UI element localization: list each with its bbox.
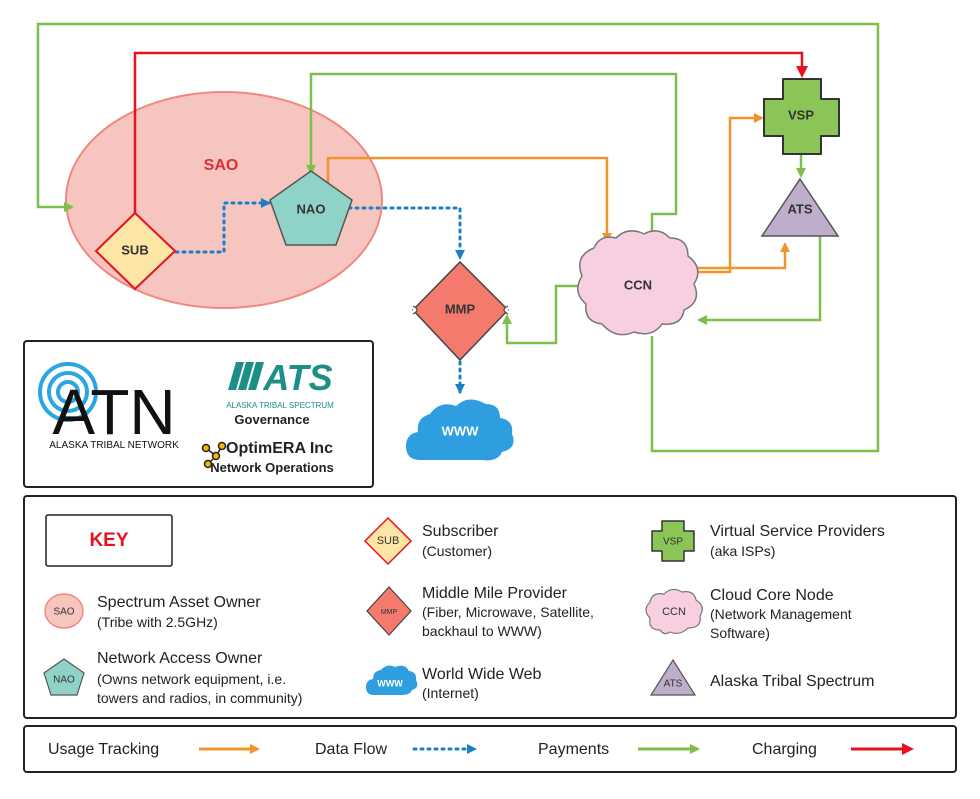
- key-vsp-title: Virtual Service Providers: [710, 523, 885, 540]
- key-ccn-line2: Software): [710, 625, 770, 641]
- key-mmp-icon: MMP: [366, 586, 412, 636]
- key-sub-icon-label: SUB: [377, 535, 400, 547]
- key-vsp-icon: VSP: [651, 520, 695, 562]
- legend-payments-label: Payments: [538, 741, 609, 758]
- key-sao-icon-label: SAO: [53, 607, 74, 618]
- key-www-line1: (Internet): [422, 685, 479, 701]
- optimera-logo: OptimERA Inc Network Operations: [201, 440, 334, 475]
- ats-label: ATS: [787, 201, 812, 216]
- key-ats-icon: ATS: [649, 658, 697, 696]
- key-title: KEY: [89, 530, 128, 551]
- ats-logo: ATS ALASKA TRIBAL SPECTRUM Governance: [226, 357, 334, 427]
- key-ccn-icon-label: CCN: [662, 606, 686, 618]
- ats-mark: ATS: [262, 357, 332, 398]
- key-nao-title: Network Access Owner: [97, 650, 263, 667]
- payments-ats-to-ccn: [697, 236, 822, 325]
- ccn-label: CCN: [624, 277, 652, 292]
- key-sub-line1: (Customer): [422, 543, 492, 559]
- ats-role: Governance: [234, 412, 309, 427]
- key-sao-icon: SAO: [44, 593, 84, 629]
- www-label: WWW: [442, 423, 480, 438]
- key-vsp-line1: (aka ISPs): [710, 543, 775, 559]
- key-box: [23, 495, 957, 719]
- key-ccn-line1: (Network Management: [710, 606, 852, 622]
- ccn-node: CCN: [577, 230, 699, 336]
- payments-outer-loop: [36, 22, 880, 453]
- usage-nao-to-ccn: [326, 156, 612, 243]
- optimera-role: Network Operations: [210, 460, 334, 475]
- atn-caption: ALASKA TRIBAL NETWORK: [49, 440, 179, 451]
- ats-node: ATS: [760, 177, 840, 237]
- charging-sub-to-vsp: [133, 51, 808, 215]
- www-node: WWW: [406, 399, 514, 461]
- data-nao-to-mmp: [347, 206, 465, 260]
- key-title-box: [45, 514, 173, 567]
- usage-ccn-to-vsp: [694, 113, 764, 274]
- key-sub-title: Subscriber: [422, 523, 499, 540]
- nao-node: NAO: [269, 170, 353, 246]
- key-ccn-title: Cloud Core Node: [710, 587, 834, 604]
- key-sao-line1: (Tribe with 2.5GHz): [97, 614, 218, 630]
- sub-node: SUB: [94, 211, 177, 291]
- logo-box: [23, 340, 374, 488]
- key-ats-title: Alaska Tribal Spectrum: [710, 673, 875, 690]
- key-mmp-icon-label: MMP: [381, 609, 398, 616]
- sub-label: SUB: [121, 242, 148, 257]
- usage-ccn-to-ats: [694, 242, 790, 270]
- data-sub-to-nao: [174, 198, 271, 254]
- atn-mark: ATN: [52, 376, 175, 448]
- key-mmp-line1: (Fiber, Microwave, Satellite,: [422, 604, 594, 620]
- atn-logo: ATN ALASKA TRIBAL NETWORK: [38, 362, 179, 451]
- key-mmp-line2: backhaul to WWW): [422, 623, 542, 639]
- ats-caption: ALASKA TRIBAL SPECTRUM: [226, 401, 334, 410]
- sao-label: SAO: [204, 157, 239, 174]
- payments-ccn-to-nao: [306, 72, 678, 245]
- key-www-icon-label: WWW: [377, 678, 403, 688]
- key-mmp-title: Middle Mile Provider: [422, 585, 568, 602]
- key-ats-icon-label: ATS: [664, 679, 683, 690]
- mmp-node: MMP: [411, 260, 510, 362]
- legend-charging-label: Charging: [752, 741, 817, 758]
- key-nao-line2: towers and radios, in community): [97, 690, 302, 706]
- atn-signal-icon: [38, 362, 98, 422]
- key-www-icon: WWW: [366, 665, 418, 695]
- key-sub-icon: SUB: [363, 516, 413, 566]
- key-nao-line1: (Owns network equipment, i.e.: [97, 671, 286, 687]
- mmp-label: MMP: [445, 301, 476, 316]
- optimera-name: OptimERA Inc: [226, 440, 333, 457]
- key-sao-title: Spectrum Asset Owner: [97, 594, 261, 611]
- optimera-molecule-icon: [201, 441, 227, 469]
- ats-stripes-icon: [228, 362, 264, 390]
- nao-label: NAO: [297, 201, 326, 216]
- key-ccn-icon: CCN: [645, 588, 703, 635]
- key-vsp-icon-label: VSP: [663, 537, 683, 548]
- vsp-node: VSP: [763, 78, 840, 155]
- legend-box: [23, 725, 957, 773]
- legend-data-label: Data Flow: [315, 741, 387, 758]
- key-www-title: World Wide Web: [422, 666, 542, 683]
- payments-ccn-to-mmp: [502, 284, 580, 345]
- legend-usage-label: Usage Tracking: [48, 741, 159, 758]
- key-nao-icon: NAO: [43, 658, 85, 696]
- key-nao-icon-label: NAO: [53, 675, 75, 686]
- vsp-label: VSP: [788, 107, 814, 122]
